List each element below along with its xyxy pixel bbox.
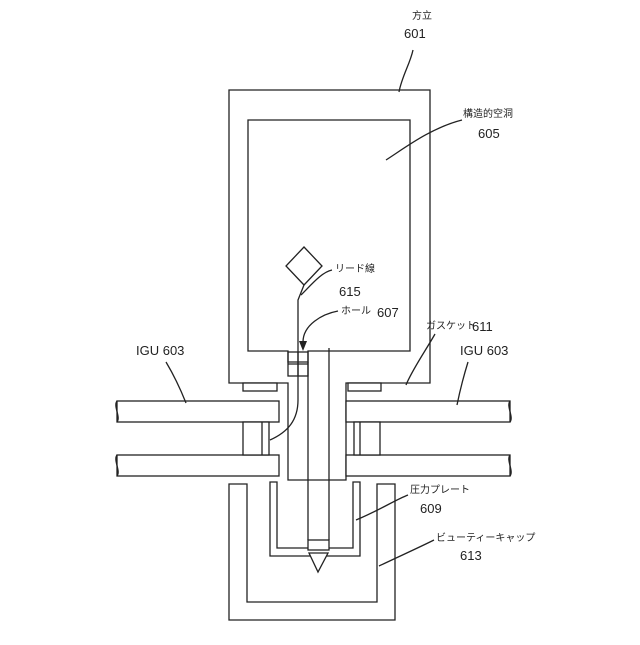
label-mullion-number: 601 — [404, 26, 426, 41]
label-hole-text: ホール — [341, 305, 371, 317]
label-lead-wire-number: 615 — [339, 284, 361, 299]
label-gasket-text: ガスケット — [426, 320, 476, 332]
hole-arrow — [299, 311, 338, 351]
label-hole-number: 607 — [377, 305, 399, 320]
screw — [308, 540, 329, 572]
arrow-head — [299, 341, 307, 351]
label-beauty-cap-text: ビューティーキャップ — [436, 532, 535, 544]
beauty-cap — [229, 484, 395, 620]
label-structural-space-text: 構造的空洞 — [463, 107, 513, 120]
label-structural-space-number: 605 — [478, 126, 500, 141]
mullion-tab-right — [348, 383, 381, 391]
igu-right — [346, 401, 511, 476]
label-igu-left: IGU 603 — [136, 343, 184, 358]
label-mullion-text: 方立 — [412, 9, 432, 22]
label-lead-wire-text: リード線 — [335, 262, 375, 275]
mullion-tab-left — [243, 383, 277, 391]
label-igu-right: IGU 603 — [460, 343, 508, 358]
igu-left — [116, 401, 279, 476]
label-beauty-cap-number: 613 — [460, 548, 482, 563]
label-gasket-number: 611 — [472, 319, 493, 334]
label-pressure-plate-number: 609 — [420, 501, 442, 516]
structural-space — [248, 120, 410, 362]
label-pressure-plate-text: 圧力プレート — [410, 483, 470, 496]
